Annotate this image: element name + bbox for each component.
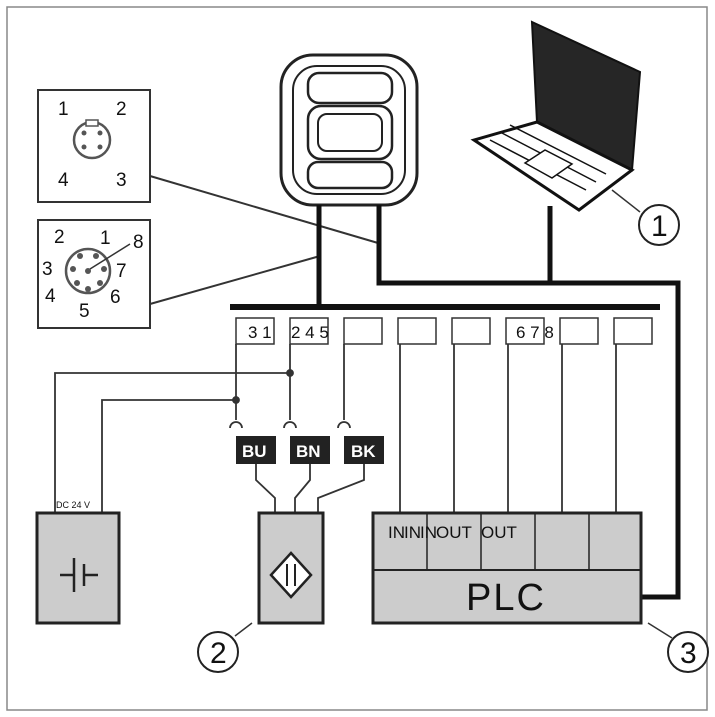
battery-icon [60, 558, 98, 592]
wire-tag-bu-label: BU [242, 442, 267, 461]
terminal-block [289, 317, 329, 345]
device-cable-b [376, 205, 681, 600]
pin-label: 3 [42, 259, 53, 280]
leader-line-8pin [149, 255, 321, 305]
callout-1: 1 [638, 204, 680, 246]
connector-8pin-face-icon [64, 243, 131, 295]
plc-io-label: OUT [436, 523, 472, 542]
plc-label: PLC [466, 577, 546, 619]
pin-label: 1 [100, 228, 111, 249]
terminal-block [343, 317, 383, 345]
terminal-block [505, 317, 545, 345]
terminal-block [613, 317, 653, 345]
terminal-label: 3 1 [248, 323, 272, 342]
pin-label: 2 [116, 99, 127, 120]
plc-io-label: IN [388, 523, 405, 542]
inductive-sensor [257, 511, 325, 625]
terminal-block [559, 317, 599, 345]
terminal-block [451, 317, 491, 345]
terminal-block [397, 317, 437, 345]
plc-unit [371, 511, 643, 625]
power-supply-label: DC 24 V [56, 500, 90, 510]
wire-tag-bu [236, 436, 276, 464]
wire-tag-bn-label: BN [296, 442, 321, 461]
callout-3-leader [647, 622, 673, 639]
terminal-label: 6 7 8 [516, 323, 554, 342]
sensor-wires [255, 464, 365, 513]
pin-label: 4 [45, 286, 56, 307]
callout-2-leader [234, 622, 253, 637]
power-wires [54, 344, 345, 513]
wire-tag-bk-label: BK [351, 442, 376, 461]
plc-io-label: IN [420, 523, 437, 542]
power-supply [35, 511, 121, 625]
pin-label: 6 [110, 287, 121, 308]
pin-label: 7 [116, 261, 127, 282]
pin-label: 4 [58, 170, 69, 191]
pin-label: 5 [79, 301, 90, 322]
callout-3: 3 [667, 631, 709, 673]
plc-signal-wires [399, 344, 617, 513]
pin-label: 3 [116, 170, 127, 191]
wire-tag-bk [344, 436, 384, 464]
plc-io-label: OUT [481, 523, 517, 542]
connector-8pin-panel: 1 2 3 4 5 6 7 8 [37, 219, 151, 329]
callout-number: 3 [680, 637, 697, 670]
laptop-icon [470, 20, 642, 212]
connector-4pin-face-icon [72, 119, 112, 160]
callout-number: 1 [651, 210, 668, 243]
terminal-row [235, 317, 653, 345]
pin-label: 8 [133, 232, 144, 253]
wire-hooks [229, 421, 351, 429]
connector-4pin-panel: 1 2 3 4 [37, 89, 151, 203]
sensor-symbol-icon [269, 551, 313, 599]
pin-label: 1 [58, 99, 69, 120]
callout-1-leader [611, 189, 641, 213]
terminal-block [235, 317, 275, 345]
callout-2: 2 [197, 631, 239, 673]
leader-line-4pin [149, 175, 379, 244]
plc-io-label: IN [404, 523, 421, 542]
callout-number: 2 [210, 637, 227, 670]
sensor-device-icon [279, 53, 419, 207]
pin-label: 2 [54, 227, 65, 248]
terminal-label: 2 4 5 [291, 323, 329, 342]
wire-tag-bn [290, 436, 330, 464]
